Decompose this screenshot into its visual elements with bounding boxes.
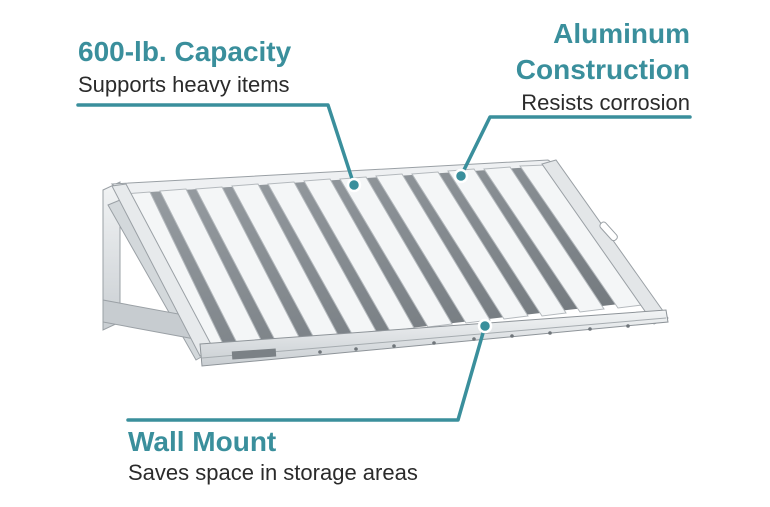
- aluminum-subtitle: Resists corrosion: [521, 90, 690, 115]
- aluminum-title-line1: Aluminum: [553, 18, 690, 49]
- wall-mount-leader-line: [126, 324, 487, 422]
- wall-mount-title: Wall Mount: [128, 426, 277, 457]
- capacity-subtitle: Supports heavy items: [78, 72, 290, 97]
- wall-mount-dot: [477, 318, 493, 334]
- capacity-dot: [346, 177, 362, 193]
- label-plate: [231, 348, 277, 360]
- deck-slats: [123, 164, 643, 353]
- leader-dots: [346, 168, 493, 334]
- capacity-leader-line: [76, 103, 356, 187]
- wall-mount-subtitle: Saves space in storage areas: [128, 460, 418, 485]
- right-side-frame: [541, 159, 669, 325]
- capacity-title: 600-lb. Capacity: [78, 36, 292, 67]
- aluminum-title-line2: Construction: [515, 54, 690, 85]
- aluminum-leader-line: [459, 115, 692, 178]
- aluminum-dot: [453, 168, 469, 184]
- handle-slot: [599, 221, 618, 242]
- leader-lines: [76, 103, 692, 422]
- front-rail-holes: [318, 324, 630, 354]
